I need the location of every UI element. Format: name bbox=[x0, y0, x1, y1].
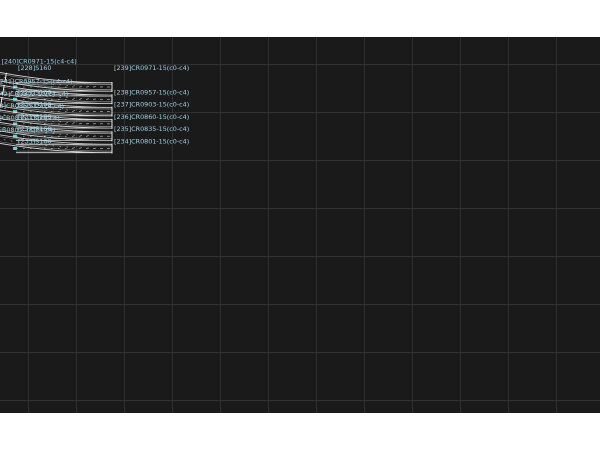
straight-segment-label: [228]S160 bbox=[18, 64, 51, 72]
track-lane[interactable] bbox=[0, 54, 113, 154]
track-inner-rail bbox=[0, 128, 113, 140]
track-layout-canvas[interactable]: [228]S160 [239]CR0971-15(c0-c4) [240]CR097… bbox=[0, 37, 600, 413]
curve-segment-label: [235]CR0835-15(c0-c4) bbox=[114, 125, 189, 133]
track-lane[interactable] bbox=[0, 37, 113, 117]
track-outer-rail bbox=[0, 121, 113, 133]
track-outer-rail bbox=[0, 92, 113, 104]
straight-segment-label: [229]S160 bbox=[18, 88, 51, 96]
straight-segment-label: [232]S160 bbox=[18, 125, 51, 133]
track-inner-rail bbox=[0, 141, 113, 152]
track-outer-rail bbox=[0, 71, 113, 84]
track-outer-rail bbox=[0, 117, 113, 129]
track-outer-rail bbox=[0, 105, 113, 117]
track-outer-rail bbox=[0, 84, 113, 96]
track-lane[interactable] bbox=[0, 37, 113, 105]
track-inner-rail bbox=[0, 111, 113, 122]
track-center-line bbox=[0, 113, 113, 125]
track-layout-svg[interactable]: [228]S160 [239]CR0971-15(c0-c4) [240]CR097… bbox=[0, 37, 600, 413]
track-start-marker[interactable] bbox=[13, 110, 17, 114]
track-lane[interactable] bbox=[0, 37, 113, 92]
curve-segment-label: [244]CR0835-15(c4-c4) bbox=[0, 114, 60, 122]
track-outer-rail bbox=[0, 142, 113, 154]
track-start-marker[interactable] bbox=[13, 122, 17, 126]
curve-segment-label: [237]CR0903-15(c0-c4) bbox=[114, 101, 189, 109]
track-start-marker[interactable] bbox=[13, 97, 17, 101]
straight-segment-label: [230]S160 bbox=[18, 101, 51, 109]
track-outer-rail bbox=[0, 130, 113, 141]
curve-segment-label: [242]CR0903-15(c4-c4) bbox=[0, 90, 68, 98]
track-inner-rail bbox=[0, 116, 113, 127]
curve-segment-label: [239]CR0971-15(c0-c4) bbox=[114, 64, 189, 72]
track-group[interactable] bbox=[0, 37, 113, 154]
track-outer-rail bbox=[0, 109, 113, 121]
curve-segment-label: [240]CR0971-15(c4-c4) bbox=[2, 58, 77, 66]
track-start-marker[interactable] bbox=[13, 147, 17, 150]
track-center-line bbox=[0, 138, 113, 149]
track-inner-rail bbox=[0, 98, 113, 110]
curve-segment-label: [241]CR0957-15(c4-c4) bbox=[0, 78, 73, 86]
track-start-marker[interactable] bbox=[13, 85, 17, 89]
track-lane[interactable] bbox=[0, 43, 113, 142]
segment-joint bbox=[0, 96, 3, 107]
curve-segment-label: [234]CR0801-15(c0-c4) bbox=[114, 138, 189, 146]
track-outer-rail bbox=[0, 96, 113, 108]
track-center-line bbox=[0, 126, 113, 137]
label-group: [228]S160 [239]CR0971-15(c0-c4) [240]CR097… bbox=[0, 58, 189, 146]
curve-segment-label: [236]CR0860-15(c0-c4) bbox=[114, 113, 189, 121]
track-inner-rail bbox=[0, 103, 113, 115]
curve-segment-label: [245]CR0801-15(c4-c4) bbox=[0, 126, 56, 134]
straight-segment-label: [231]S160 bbox=[18, 113, 51, 121]
track-inner-rail bbox=[0, 136, 113, 147]
grid bbox=[0, 37, 600, 413]
track-inner-rail bbox=[0, 123, 113, 134]
straight-segment-label: [233]S160 bbox=[18, 138, 51, 146]
curve-segment-label: [243]CR0860-15(c4-c4) bbox=[0, 102, 64, 110]
curve-segment-label: [238]CR0957-15(c0-c4) bbox=[114, 88, 189, 96]
track-inner-rail bbox=[0, 91, 113, 103]
track-inner-rail bbox=[0, 86, 113, 97]
segment-joint bbox=[4, 72, 7, 83]
track-inner-rail bbox=[0, 78, 113, 90]
track-outer-rail bbox=[0, 134, 113, 145]
track-start-marker[interactable] bbox=[13, 134, 17, 138]
track-inner-rail bbox=[0, 73, 113, 85]
track-lane[interactable] bbox=[0, 37, 113, 129]
segment-joint bbox=[2, 84, 5, 95]
track-outer-rail bbox=[0, 80, 113, 92]
